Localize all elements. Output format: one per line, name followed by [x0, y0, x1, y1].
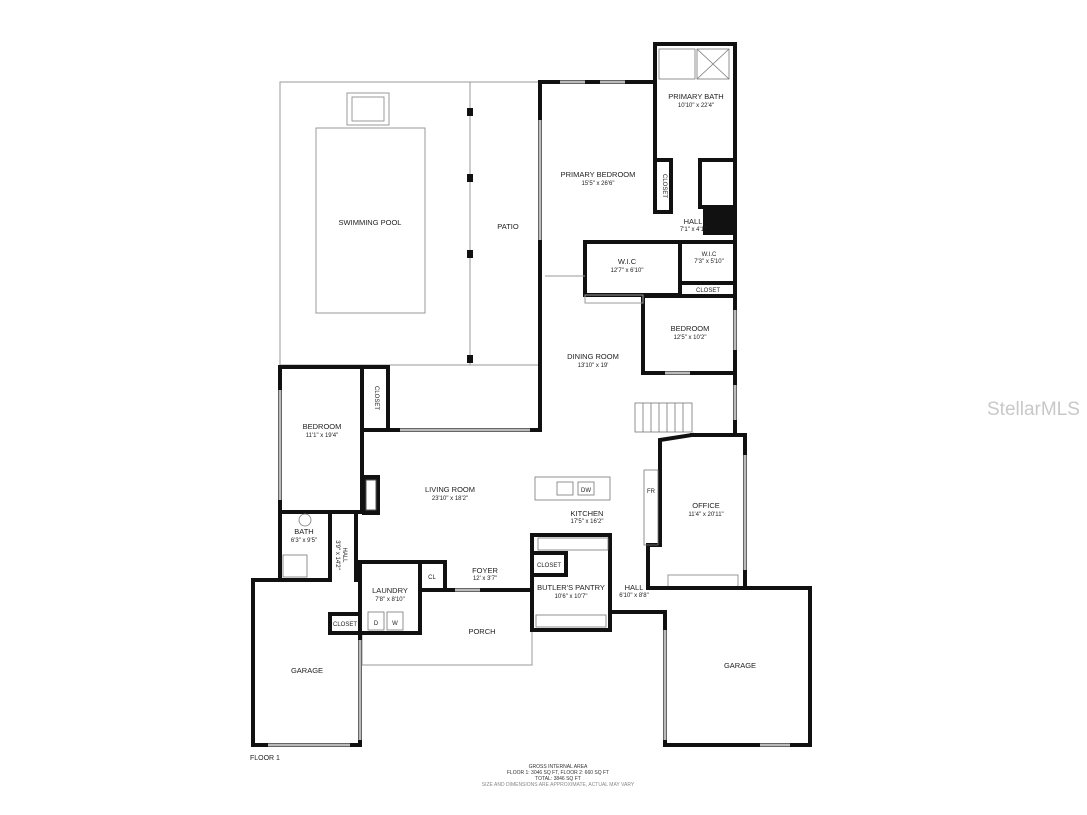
svg-text:12'7" x 6'10": 12'7" x 6'10" [611, 268, 644, 274]
svg-text:6'3" x 9'5": 6'3" x 9'5" [291, 538, 317, 544]
room-closet-bath: CLOSET [661, 174, 667, 198]
room-closet-garage: CLOSET [333, 622, 357, 628]
svg-text:15'5" x 26'6": 15'5" x 26'6" [582, 181, 615, 187]
room-bedroom-right: BEDROOM [671, 324, 710, 333]
room-porch: PORCH [468, 627, 495, 636]
room-cl: CL [428, 575, 436, 581]
room-wic-large: W.I.C [618, 257, 637, 266]
svg-text:6'10" x 8'8": 6'10" x 8'8" [619, 593, 649, 599]
spa [346, 92, 390, 126]
walls [251, 42, 812, 747]
svg-text:SIZE AND DIMENSIONS ARE APPROX: SIZE AND DIMENSIONS ARE APPROXIMATE, ACT… [482, 782, 635, 788]
room-living: LIVING ROOM [425, 485, 475, 494]
svg-text:7'8" x 8'10": 7'8" x 8'10" [375, 597, 405, 603]
room-hall-left: HALL [341, 547, 347, 563]
svg-text:12' x 3'7": 12' x 3'7" [473, 576, 497, 582]
porch-outline [361, 630, 533, 666]
room-closet-pantry: CLOSET [537, 563, 561, 569]
svg-text:11'1" x 19'4": 11'1" x 19'4" [306, 433, 338, 439]
room-hall-right: HALL [625, 583, 644, 592]
fixture-washer: W [392, 621, 398, 627]
svg-text:7'1" x 4'1": 7'1" x 4'1" [680, 227, 706, 233]
svg-text:11'4" x 20'11": 11'4" x 20'11" [688, 512, 723, 518]
room-butlers-pantry: BUTLER'S PANTRY [537, 583, 605, 592]
room-wic-small: W.I.C [702, 252, 717, 258]
fixture-dryer: D [374, 621, 379, 627]
room-labels: SWIMMING POOL PATIO PRIMARY BEDROOM 15'5… [291, 92, 756, 675]
svg-text:FLOOR 1: 3046 SQ FT, FLOOR 2:: FLOOR 1: 3046 SQ FT, FLOOR 2: 660 SQ FT [507, 770, 609, 776]
room-closet-left: CLOSET [373, 386, 379, 410]
room-dining: DINING ROOM [567, 352, 619, 361]
svg-text:7'3" x 5'10": 7'3" x 5'10" [694, 259, 724, 265]
room-foyer: FOYER [472, 566, 498, 575]
room-bath: BATH [294, 527, 313, 536]
room-kitchen: KITCHEN [571, 509, 604, 518]
svg-text:10'10" x 22'4": 10'10" x 22'4" [678, 103, 714, 109]
fixture-fridge: FR [647, 489, 656, 495]
svg-text:23'10" x 18'2": 23'10" x 18'2" [432, 496, 468, 502]
svg-text:13'10" x 19': 13'10" x 19' [578, 363, 609, 369]
room-garage-left: GARAGE [291, 666, 323, 675]
fixture-dishwasher: DW [581, 488, 591, 494]
room-office: OFFICE [692, 501, 720, 510]
room-swimming-pool: SWIMMING POOL [339, 218, 402, 227]
stairs [634, 402, 693, 433]
area-footer: GROSS INTERNAL AREA FLOOR 1: 3046 SQ FT,… [482, 764, 635, 788]
room-laundry: LAUNDRY [372, 586, 408, 595]
svg-text:TOTAL: 3846 SQ FT: TOTAL: 3846 SQ FT [535, 776, 581, 782]
floor-label: FLOOR 1 [250, 755, 280, 762]
room-primary-bedroom: PRIMARY BEDROOM [561, 170, 636, 179]
room-garage-right: GARAGE [724, 661, 756, 670]
svg-text:17'5" x 16'2": 17'5" x 16'2" [571, 519, 604, 525]
watermark: StellarMLS [987, 399, 1080, 420]
svg-text:3'9" x 14'2": 3'9" x 14'2" [334, 540, 340, 570]
room-hall-upper: HALL [684, 217, 703, 226]
svg-text:12'5" x 10'2": 12'5" x 10'2" [674, 335, 707, 341]
room-primary-bath: PRIMARY BATH [668, 92, 723, 101]
room-closet-right: CLOSET [696, 288, 720, 294]
svg-text:GROSS INTERNAL AREA: GROSS INTERNAL AREA [529, 764, 588, 770]
room-bedroom-left: BEDROOM [303, 422, 342, 431]
svg-text:10'6" x 10'7": 10'6" x 10'7" [555, 594, 588, 600]
room-patio: PATIO [497, 222, 519, 231]
swimming-pool [315, 127, 426, 314]
kitchen-island [534, 476, 611, 501]
